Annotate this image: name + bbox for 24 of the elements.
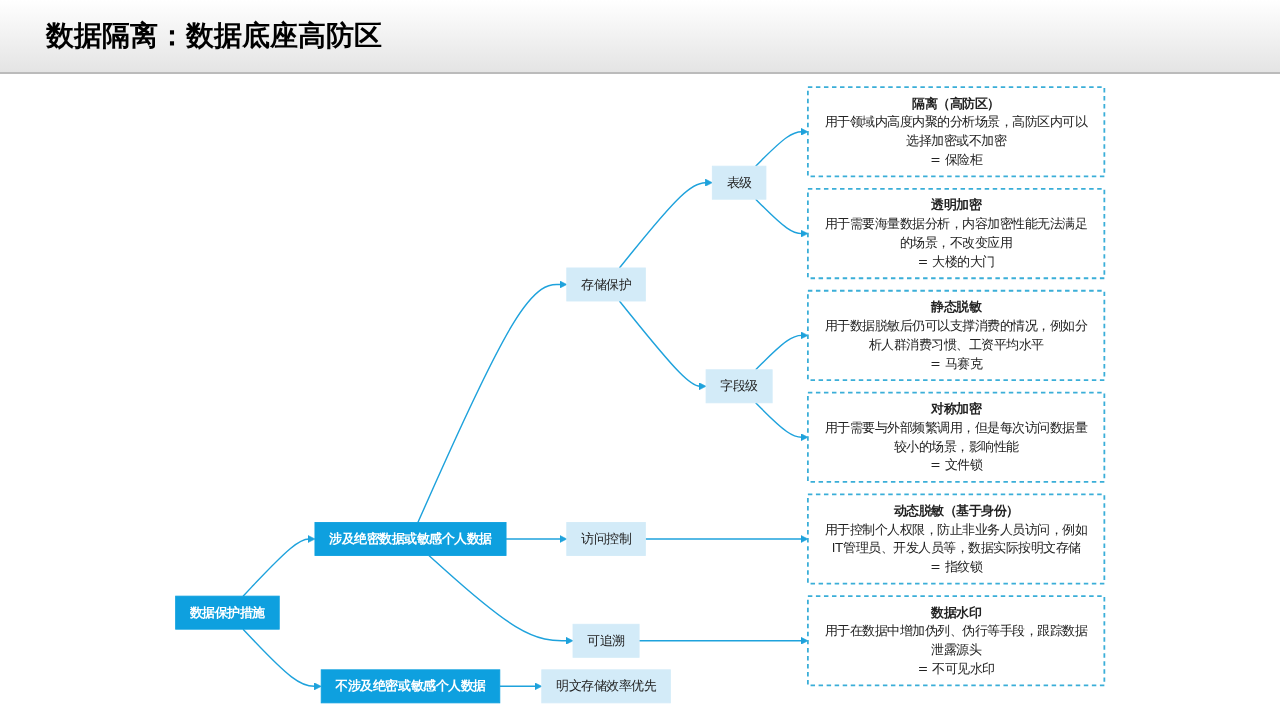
arrow — [242, 535, 316, 597]
node-box: 数据水印 用于在数据中增加伪列、伪行等手段，跟踪数据泄露源头 = 不可见水印 — [807, 595, 1106, 687]
node-box: 动态脱敏（基于身份） 用于控制个人权限，防止非业务人员访问，例如IT管理员、开发人员等，数据实际按明文存储 = 指纹锁 — [807, 493, 1106, 585]
node-box: 数据保护措施 — [175, 595, 280, 630]
slide-title: 数据隔离：数据底座高防区 — [46, 18, 382, 54]
node-box: 对称加密 用于需要与外部频繁调用，但是每次访问数据量较小的场景，影响性能 = 文件锁 — [807, 391, 1106, 483]
node-box: 不涉及绝密或敏感个人数据 — [320, 669, 501, 704]
node-box: 字段级 — [705, 369, 773, 404]
arrow — [505, 535, 568, 543]
node-box: 明文存储效率优先 — [541, 669, 671, 704]
arrow — [428, 554, 574, 645]
node-box: 可追溯 — [572, 623, 640, 658]
node-box: 隔离（高防区） 用于领域内高度内聚的分析场景，高防区内可以选择加密或不加密 = 保险柜 — [807, 86, 1106, 178]
arrow — [618, 178, 713, 269]
node-box: 涉及绝密数据或敏感个人数据 — [314, 522, 507, 556]
arrow — [499, 682, 543, 691]
arrow — [242, 628, 322, 691]
node-box: 表级 — [711, 165, 767, 200]
node-box: 存储保护 — [566, 267, 646, 302]
node-box: 访问控制 — [566, 522, 646, 556]
arrow — [618, 300, 707, 391]
node-box: 透明加密 用于需要海量数据分析，内容加密性能无法满足的场景，不改变应用 = 大楼的大门 — [807, 188, 1106, 280]
arrow — [417, 280, 568, 524]
node-box: 静态脱敏 用于数据脱敏后仍可以支撑消费的情况，例如分析人群消费习惯、工资平均水平 = 马赛克 — [807, 289, 1106, 381]
